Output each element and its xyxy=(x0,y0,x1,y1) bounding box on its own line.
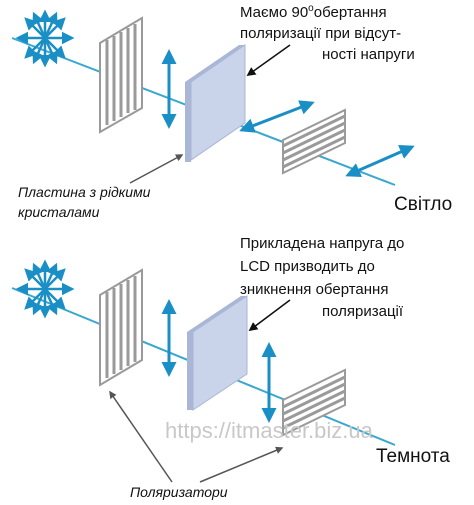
annotation-pointer-top xyxy=(246,44,291,77)
annotation-pointer-bottom xyxy=(248,299,291,332)
lcd-panel-top xyxy=(185,44,246,162)
lcd-panel-bottom xyxy=(187,295,248,411)
annotation-bottom-line-2: LCD призводить до xyxy=(240,258,375,275)
annotation-bottom-line-4: поляризації xyxy=(322,303,404,320)
vertical-polarizer-top xyxy=(99,16,143,134)
lcd-caption-line-2: кристалами xyxy=(18,204,100,220)
bottom-panel: Прикладена напруга до LCD призводить до … xyxy=(11,235,450,500)
annotation-bottom-line-1: Прикладена напруга до xyxy=(240,235,404,252)
caption-pointer-top xyxy=(129,154,184,184)
rotated-polarization-arrow xyxy=(239,100,315,133)
polarizer-pointer-right xyxy=(199,446,284,483)
annotation-top-line-1: Маємо 90ообертання xyxy=(240,3,387,21)
vertical-polarizer-bottom xyxy=(99,268,143,387)
annotation-top-line-3: ності напруги xyxy=(322,46,415,63)
unpolarized-light-icon-bottom xyxy=(15,259,75,319)
polarizers-caption: Поляризатори xyxy=(130,484,228,500)
result-light: Світло xyxy=(394,194,452,215)
unpolarized-light-icon xyxy=(15,9,75,68)
top-panel: Маємо 90ообертання поляризації при відсу… xyxy=(11,3,452,220)
annotation-bottom-line-3: зникнення обертання xyxy=(240,281,388,298)
annotation-top-line-2: поляризації при відсут- xyxy=(240,25,401,42)
horizontal-polarizer-bottom xyxy=(282,368,346,437)
polarizer-pointer-left xyxy=(109,390,173,483)
watermark: https://itmaster.biz.ua xyxy=(165,418,374,443)
result-dark: Темнота xyxy=(376,446,450,467)
transmitted-light-arrow xyxy=(345,144,415,178)
lcd-caption-line-1: Пластина з рідкими xyxy=(18,184,151,200)
horizontal-polarizer-top xyxy=(282,108,346,175)
